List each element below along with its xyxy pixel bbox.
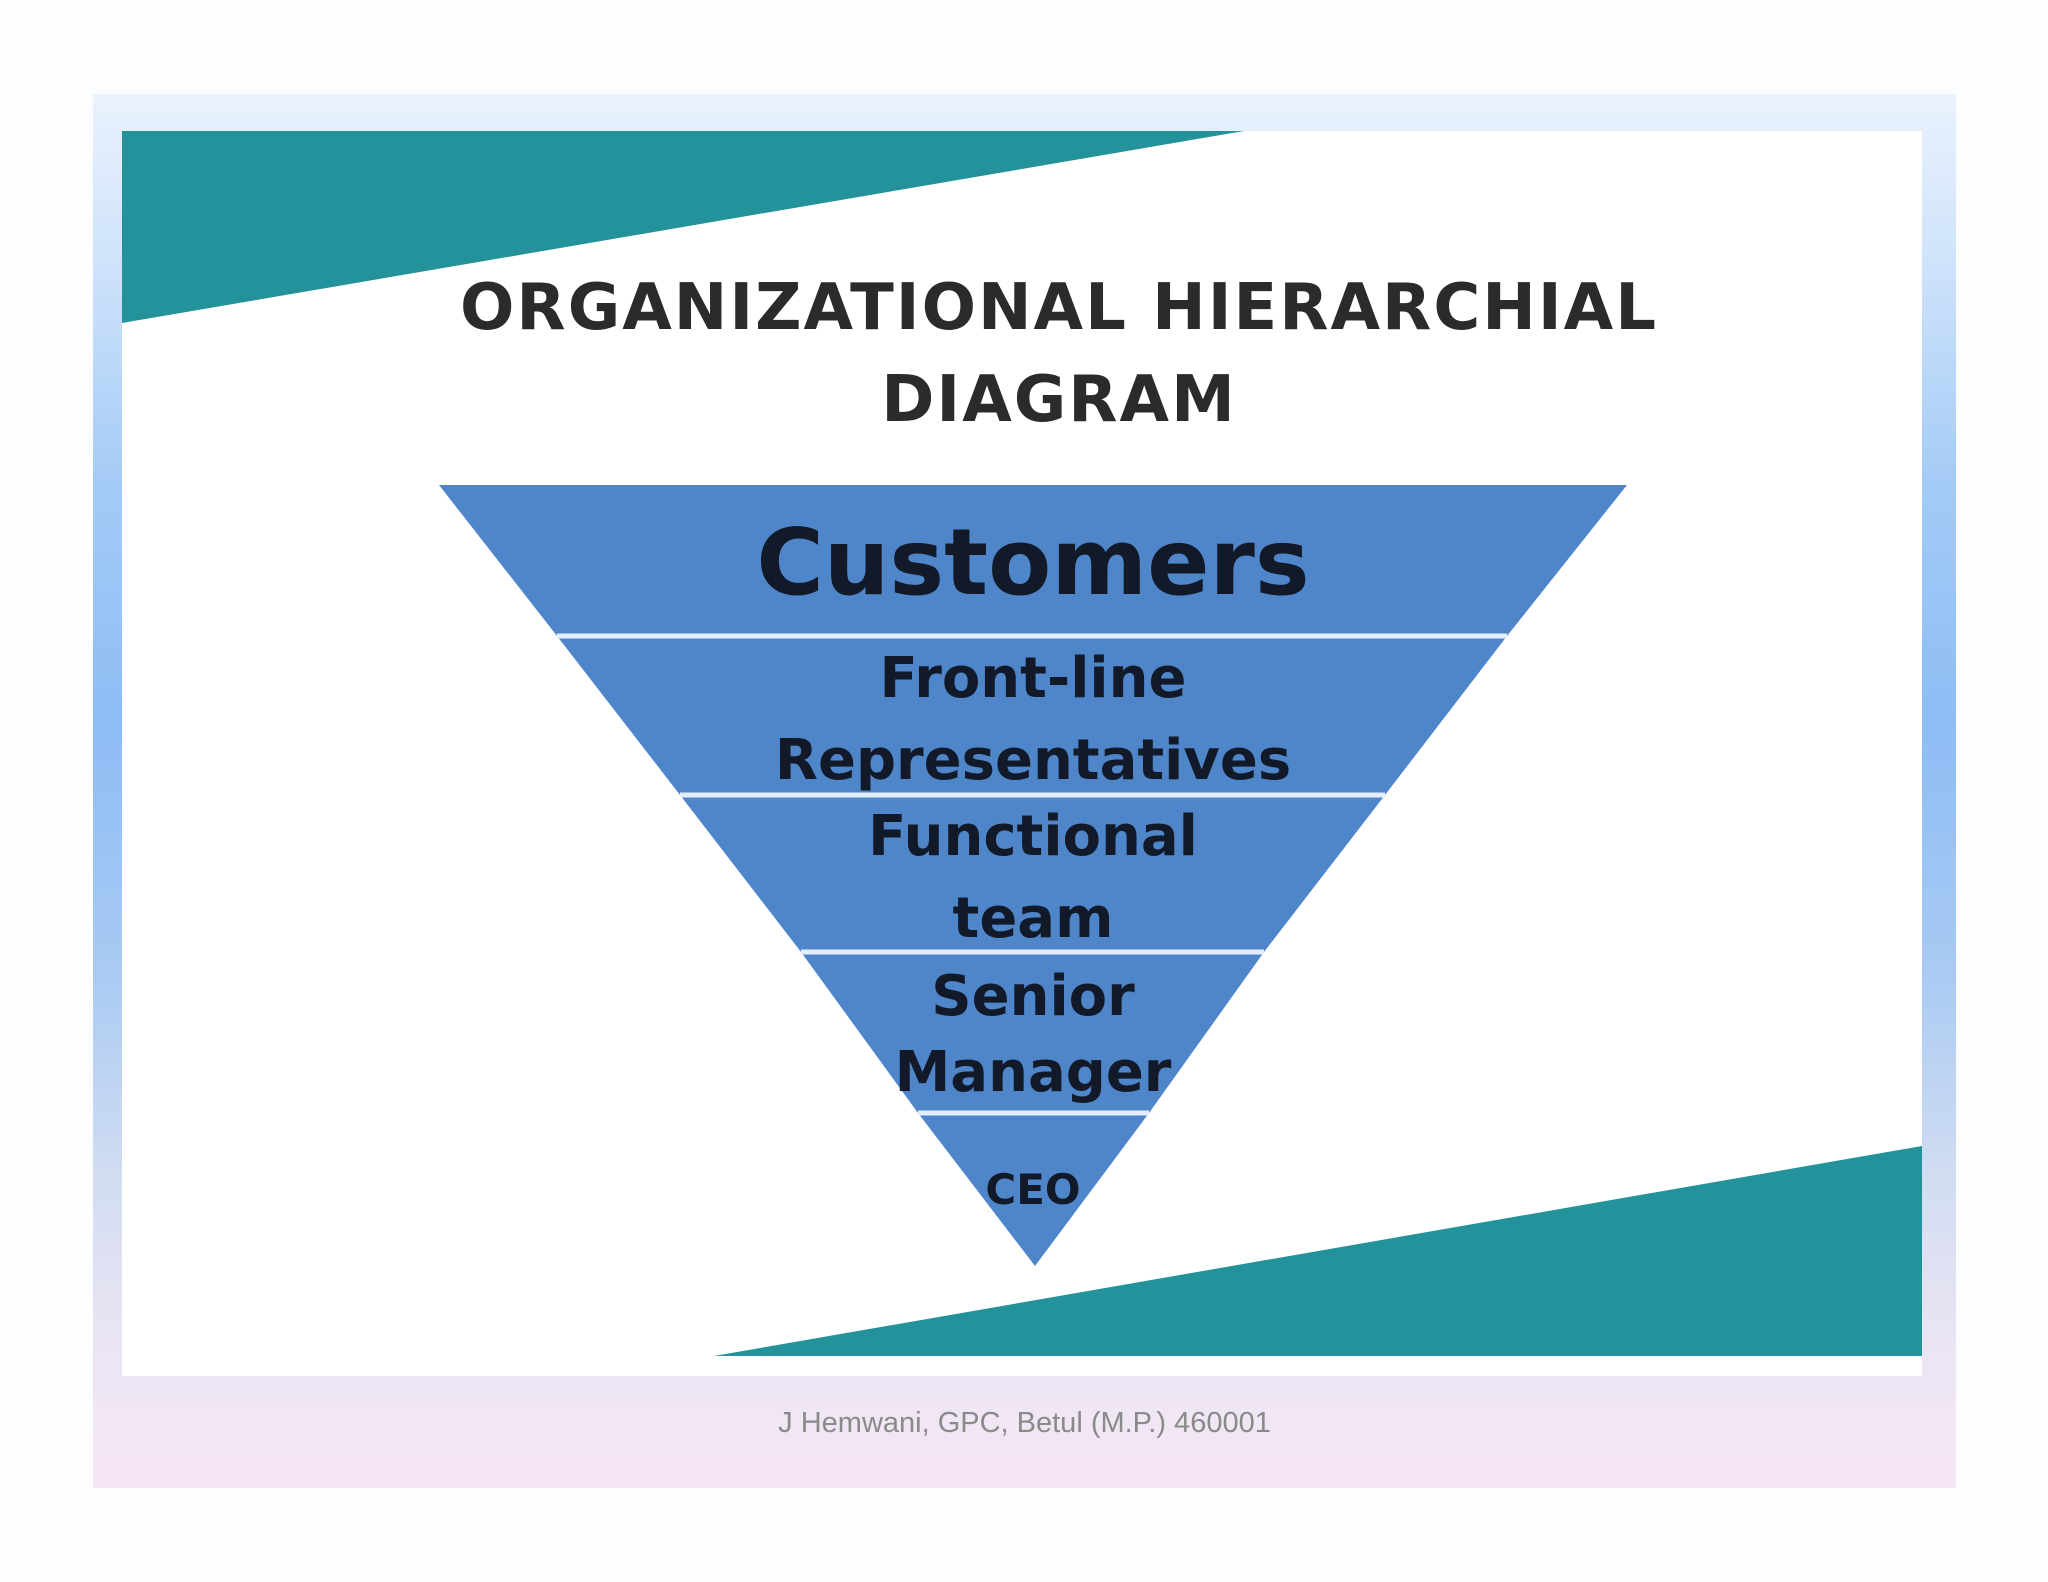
slide: ORGANIZATIONAL HIERARCHIAL DIAGRAM Custo… xyxy=(122,131,1922,1376)
teal-corner-bottom-right xyxy=(714,1146,1922,1356)
level-label-functional-2: team xyxy=(953,886,1114,951)
level-label-front-line-1: Front-line xyxy=(880,646,1187,711)
pyramid-level-front-line xyxy=(557,636,1507,795)
pyramid-level-customers xyxy=(439,485,1627,636)
diagram-canvas: ORGANIZATIONAL HIERARCHIAL DIAGRAM Custo… xyxy=(122,131,1922,1356)
level-label-functional-1: Functional xyxy=(868,804,1198,869)
pyramid-level-senior-manager xyxy=(801,952,1264,1113)
teal-corner-top-left xyxy=(122,131,1244,323)
level-label-customers: Customers xyxy=(756,509,1309,616)
inverted-pyramid: Customers Front-line Representatives Fun… xyxy=(439,485,1627,1266)
diagram-title-line-2: DIAGRAM xyxy=(881,363,1237,437)
footer-credit: J Hemwani, GPC, Betul (M.P.) 460001 xyxy=(778,1407,1271,1439)
level-label-senior-manager-2: Manager xyxy=(895,1040,1172,1105)
level-label-front-line-2: Representatives xyxy=(775,728,1291,793)
diagram-title-line-1: ORGANIZATIONAL HIERARCHIAL xyxy=(460,271,1658,345)
level-label-senior-manager-1: Senior xyxy=(931,964,1135,1029)
pyramid-level-functional-team xyxy=(680,795,1385,952)
level-label-ceo: CEO xyxy=(985,1165,1080,1214)
pyramid-level-ceo xyxy=(918,1113,1149,1266)
